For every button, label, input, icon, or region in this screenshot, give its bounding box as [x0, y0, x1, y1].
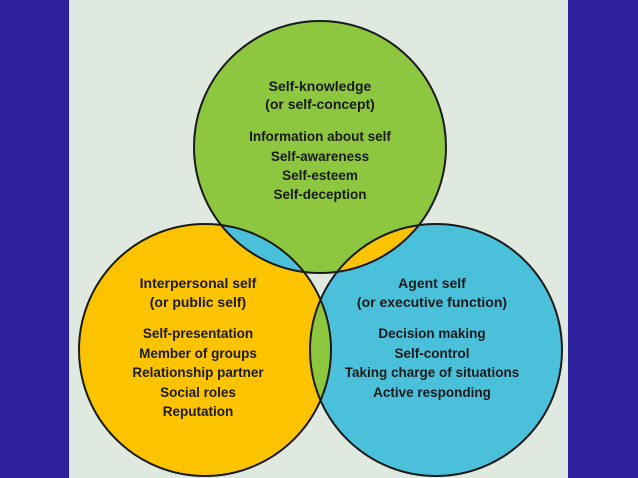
interpersonal-self-title: Interpersonal self — [140, 275, 257, 291]
self-knowledge-subtitle: (or self-concept) — [265, 96, 375, 112]
self-knowledge-outline — [193, 20, 447, 274]
self-knowledge-item: Self-awareness — [271, 149, 369, 164]
interpersonal-self-item: Member of groups — [139, 346, 257, 361]
agent-self-circle — [310, 224, 562, 476]
agent-self-outline — [309, 223, 563, 477]
self-knowledge-item: Self-esteem — [282, 168, 358, 183]
agent-self-subtitle: (or executive function) — [357, 294, 507, 310]
interpersonal-self-item: Self-presentation — [143, 326, 253, 341]
self-knowledge-item: Self-deception — [273, 187, 366, 202]
self-knowledge-item: Information about self — [249, 129, 391, 144]
agent-self-item: Decision making — [378, 326, 485, 341]
agent-self-item: Taking charge of situations — [345, 365, 520, 380]
interpersonal-self-outline — [78, 223, 332, 477]
self-knowledge-title: Self-knowledge — [269, 78, 372, 94]
interpersonal-self-circle — [79, 224, 331, 476]
agent-self-item: Self-control — [394, 346, 469, 361]
agent-self-title: Agent self — [398, 275, 466, 291]
interpersonal-self-item: Relationship partner — [132, 365, 264, 380]
agent-self-item: Active responding — [373, 385, 491, 400]
self-knowledge-circle — [194, 21, 446, 273]
interpersonal-self-item: Reputation — [163, 404, 234, 419]
interpersonal-self-item: Social roles — [160, 385, 236, 400]
interpersonal-self-subtitle: (or public self) — [150, 294, 246, 310]
